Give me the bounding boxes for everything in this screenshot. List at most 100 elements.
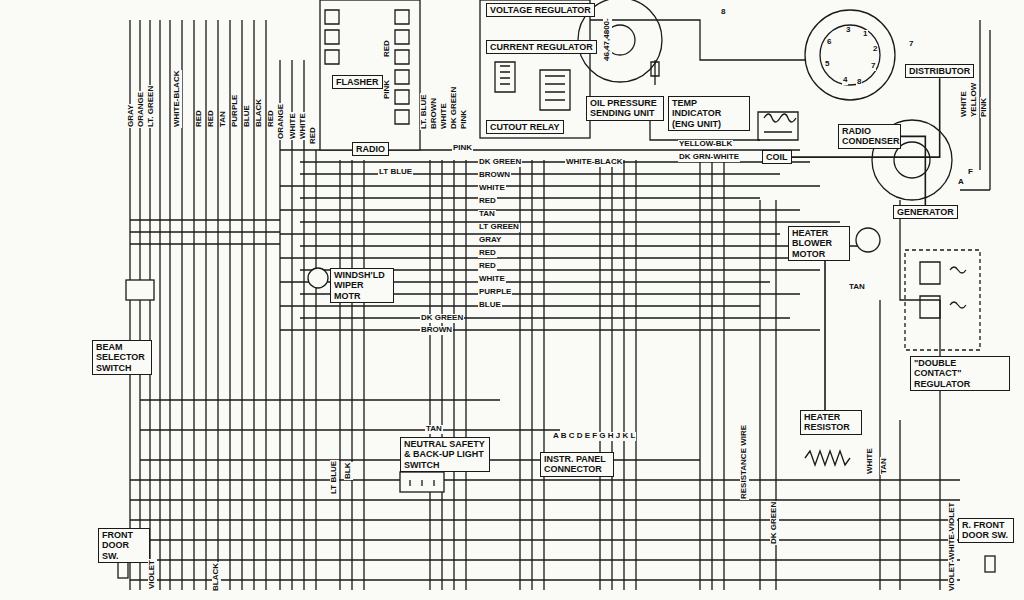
wire-label: RED	[478, 197, 497, 206]
wire-label: BLUE	[478, 301, 502, 310]
wire-label: PINK	[460, 109, 469, 130]
switch-contacts	[410, 480, 434, 486]
component-name: DISTRIBUTOR	[909, 66, 970, 76]
temp-bulb	[651, 60, 659, 85]
regulator-outline	[905, 250, 980, 350]
component-name: BEAM SELECTOR SWITCH	[96, 342, 148, 373]
wire-connector	[901, 136, 925, 205]
wire-label: GRAY	[478, 236, 502, 245]
component-name: OIL PRESSURE SENDING UNIT	[590, 98, 660, 119]
component-name: WINDSH'LD WIPER MOTR	[334, 270, 390, 301]
component-name: RADIO	[356, 144, 385, 154]
wire-label: WHITE	[440, 102, 449, 130]
component-name: CURRENT REGULATOR	[490, 42, 593, 52]
wire-label: TAN	[478, 210, 496, 219]
component-label: COIL	[762, 150, 792, 164]
component-name: TEMP INDICATOR (ENG UNIT)	[672, 98, 746, 129]
wire-label: BROWN	[420, 326, 453, 335]
wire-label: RED	[195, 109, 204, 128]
component-label: CUTOUT RELAY	[486, 120, 564, 134]
door-switch-symbol	[985, 556, 995, 572]
distributor-cap	[805, 10, 895, 100]
wire-label: 6	[826, 38, 832, 47]
regulator-housing	[480, 0, 590, 138]
wire-label: RED	[309, 126, 318, 145]
wire-label: BLUE	[243, 104, 252, 128]
wire-label: BROWN	[478, 171, 511, 180]
regulator-coil	[495, 62, 570, 110]
component-name: INSTR. PANEL CONNECTOR	[544, 454, 610, 475]
wire-label: TAN	[880, 457, 889, 475]
component-label: BEAM SELECTOR SWITCH	[92, 340, 152, 375]
component-label: FLASHER	[332, 75, 383, 89]
wire-label: LT. BLUE	[420, 93, 429, 130]
component-name: "DOUBLE CONTACT" REGULATOR	[914, 358, 1006, 389]
wire-label: 8	[720, 8, 726, 17]
wire-label: ORANGE	[137, 91, 146, 128]
fuse-block	[320, 0, 420, 150]
wire-label: BLK	[344, 462, 353, 480]
wire-label: WHITE-BLACK	[565, 158, 623, 167]
wire-label: YELLOW	[970, 82, 979, 118]
wire-label: RED	[383, 39, 392, 58]
wire-label: WHITE	[289, 112, 298, 140]
wire	[590, 20, 990, 300]
wire-label: A	[957, 178, 965, 187]
component-label: NEUTRAL SAFETY & BACK-UP LIGHT SWITCH	[400, 437, 490, 472]
door-switch-symbol	[118, 562, 128, 578]
component-name: HEATER BLOWER MOTOR	[792, 228, 846, 259]
component-name: RADIO CONDENSER	[842, 126, 897, 147]
wire-label: TAN	[848, 283, 866, 292]
wire-label: ORANGE	[277, 103, 286, 140]
wire-label: LT BLUE	[378, 168, 413, 177]
switch-symbol	[400, 472, 444, 492]
regulator-coil	[920, 262, 966, 318]
wire-label: WHITE	[478, 184, 506, 193]
wire-label: PINK	[383, 79, 392, 100]
component-name: R. FRONT DOOR SW.	[962, 520, 1010, 541]
wire-connector	[792, 78, 940, 157]
wire-label: WHITE	[866, 447, 875, 475]
wire-label: 1	[862, 30, 868, 39]
wire-label: WHITE	[478, 275, 506, 284]
component-label: WINDSH'LD WIPER MOTR	[330, 268, 394, 303]
wire-label: RED	[478, 262, 497, 271]
wire-label: 7	[870, 62, 876, 71]
wire-label: DK GREEN	[478, 158, 522, 167]
component-label: TEMP INDICATOR (ENG UNIT)	[668, 96, 750, 131]
wire-label: PURPLE	[231, 94, 240, 128]
wire-label: RED	[478, 249, 497, 258]
wire-bundle	[130, 20, 316, 590]
wire-label: BLACK	[255, 98, 264, 128]
wire-label: 7	[908, 40, 914, 49]
wire-label: PINK	[980, 97, 989, 118]
wire-label: F	[967, 168, 974, 177]
wire-label: 4	[842, 76, 848, 85]
wire-label: DK GREEN	[420, 314, 464, 323]
wire-label: LT GREEN	[478, 223, 520, 232]
switch-symbol	[126, 280, 154, 300]
component-label: GENERATOR	[893, 205, 958, 219]
component-name: VOLTAGE REGULATOR	[490, 5, 591, 15]
component-label: RADIO CONDENSER	[838, 124, 901, 149]
component-label: HEATER BLOWER MOTOR	[788, 226, 850, 261]
wire-label: DK GREEN	[450, 86, 459, 130]
wire-label: PURPLE	[478, 288, 512, 297]
resistor-symbol	[805, 451, 850, 465]
component-name: FLASHER	[336, 77, 379, 87]
wire-label: WHITE-BLACK	[173, 70, 182, 128]
component-name: COIL	[766, 152, 788, 162]
wire-bundle	[340, 160, 940, 590]
wire-bundle	[130, 400, 960, 580]
wire-bundle	[130, 150, 860, 330]
component-label: RADIO	[352, 142, 389, 156]
wire-label: RED	[267, 109, 276, 128]
component-label: INSTR. PANEL CONNECTOR	[540, 452, 614, 477]
component-label: DISTRIBUTOR	[905, 64, 974, 78]
component-label: HEATER RESISTOR	[800, 410, 862, 435]
component-label: OIL PRESSURE SENDING UNIT	[586, 96, 664, 121]
wire-label: BROWN	[430, 97, 439, 130]
wire-label: GRAY	[127, 104, 136, 128]
component-name: FRONT DOOR SW.	[102, 530, 146, 561]
